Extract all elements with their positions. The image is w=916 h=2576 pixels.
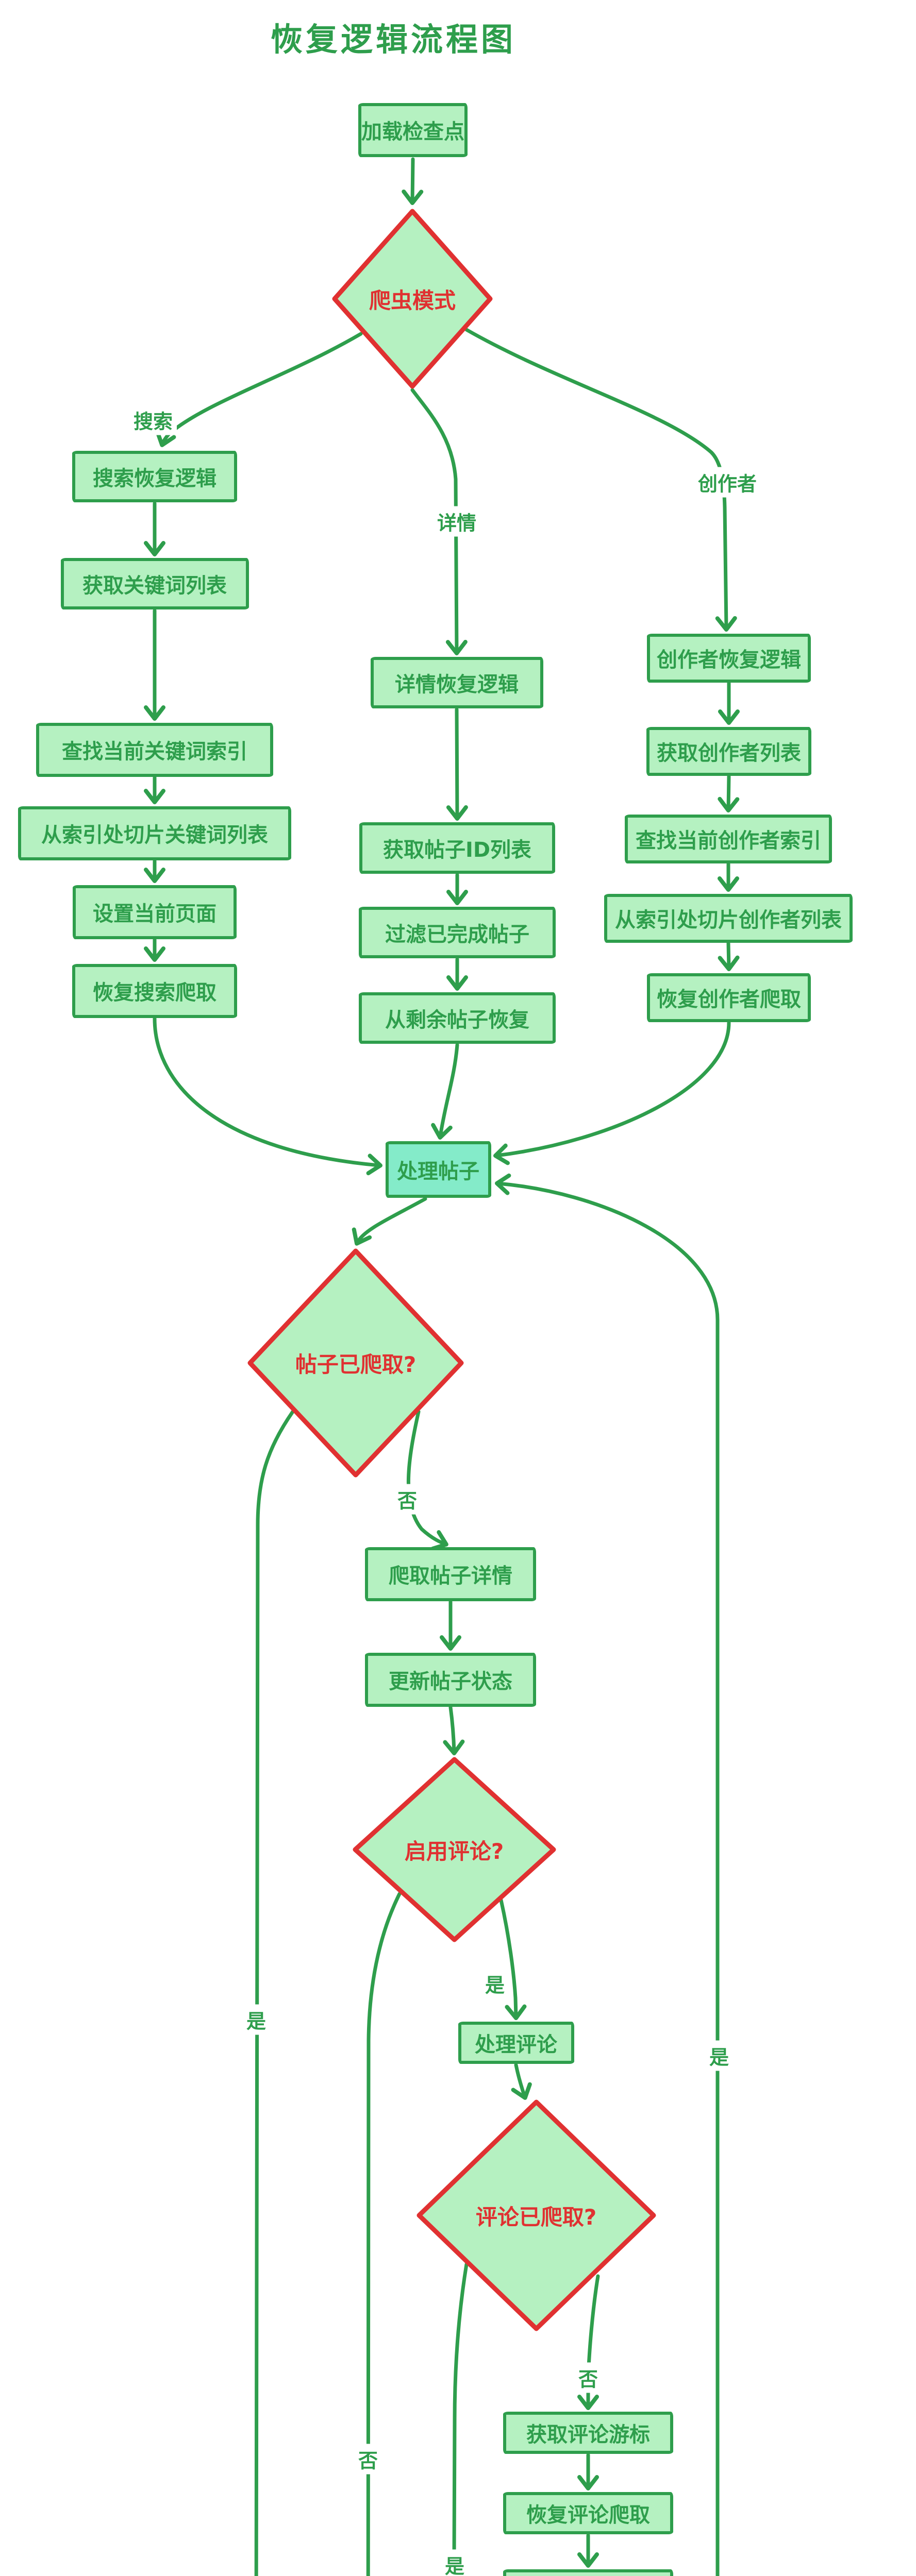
edge-mode-to-detail xyxy=(410,388,468,655)
node-label: 帖子已爬取? xyxy=(295,1351,417,1377)
edge-creator-slice-to-resume xyxy=(718,941,740,971)
edge-label-comments-crawled-yes: 是 xyxy=(440,2549,469,2576)
node-resume-from-remaining: 从剩余帖子恢复 xyxy=(359,992,556,1044)
edge-label-post-crawled-no: 否 xyxy=(393,1484,422,1515)
edge-process-to-post-crawled xyxy=(352,1197,427,1246)
node-crawler-mode: 爬虫模式 xyxy=(332,209,493,389)
edge-resume-creator-to-process xyxy=(493,1021,731,1165)
node-find-keyword-index: 查找当前关键词索引 xyxy=(36,722,273,777)
node-label: 启用评论? xyxy=(404,1838,504,1864)
edge-label-post-crawled-yes: 是 xyxy=(242,2004,271,2035)
node-comments-crawled: 评论已爬取? xyxy=(417,2099,656,2331)
edge-comments-enabled-yes-to-process xyxy=(499,1898,527,2020)
node-get-comment-cursor: 获取评论游标 xyxy=(503,2412,673,2454)
node-filter-finished-posts: 过滤已完成帖子 xyxy=(359,907,556,958)
node-get-creator-list: 获取创作者列表 xyxy=(646,726,811,776)
edge-resume-search-to-process xyxy=(153,1016,382,1176)
node-find-creator-index: 查找当前创作者索引 xyxy=(625,814,832,863)
node-creator-recovery: 创作者恢复逻辑 xyxy=(647,633,811,683)
node-crawl-post-detail: 爬取帖子详情 xyxy=(365,1547,536,1601)
node-set-current-page: 设置当前页面 xyxy=(73,885,237,939)
node-process-comments: 处理评论 xyxy=(458,2022,574,2064)
edge-label-search: 搜索 xyxy=(129,404,177,435)
diamond-shape xyxy=(417,2099,656,2331)
edge-comments-crawled-yes-to-more xyxy=(452,2262,469,2576)
node-detail-recovery: 详情恢复逻辑 xyxy=(370,657,543,708)
node-post-crawled: 帖子已爬取? xyxy=(247,1248,464,1478)
page-title: 恢复逻辑流程图 xyxy=(270,21,517,58)
edge-creator-list-to-index xyxy=(718,774,740,812)
node-update-post-status: 更新帖子状态 xyxy=(365,1652,536,1707)
node-load-checkpoint: 加载检查点 xyxy=(358,103,468,157)
node-get-post-id-list: 获取帖子ID列表 xyxy=(359,822,555,874)
edge-mode-to-search xyxy=(155,332,363,447)
node-get-keyword-list: 获取关键词列表 xyxy=(60,558,249,609)
edge-process-comments-to-crawled xyxy=(511,2063,532,2100)
node-slice-creator-list: 从索引处切片创作者列表 xyxy=(604,893,853,943)
node-label: 爬虫模式 xyxy=(369,287,456,313)
diamond-shape xyxy=(353,1757,556,1942)
node-process-post: 处理帖子 xyxy=(385,1141,491,1198)
diamond-shape xyxy=(247,1248,464,1477)
edge-checkpoint-to-mode xyxy=(402,157,424,205)
node-label: 评论已爬取? xyxy=(475,2204,597,2230)
edge-label-more-posts-yes: 是 xyxy=(705,2040,734,2071)
node-slice-keyword-list: 从索引处切片关键词列表 xyxy=(18,806,291,860)
node-update-comment-status: 更新评论状态 xyxy=(503,2569,673,2576)
node-resume-search-crawl: 恢复搜索爬取 xyxy=(72,963,237,1018)
edge-status-to-comments-enabled xyxy=(443,1705,465,1755)
node-resume-comment-crawl: 恢复评论爬取 xyxy=(503,2492,673,2534)
node-search-recovery: 搜索恢复逻辑 xyxy=(72,451,237,502)
edge-label-comments-enabled-yes: 是 xyxy=(480,1968,509,1999)
edge-label-comments-enabled-no: 否 xyxy=(354,2444,382,2475)
edge-comments-enabled-no-to-more xyxy=(366,1892,402,2576)
node-comments-enabled: 启用评论? xyxy=(353,1757,556,1942)
edge-label-detail: 详情 xyxy=(432,506,481,537)
node-resume-creator-crawl: 恢复创作者爬取 xyxy=(647,973,811,1022)
edge-more-yes-loop-to-process xyxy=(495,1173,720,2576)
edge-mode-to-creator xyxy=(464,328,737,632)
edge-remaining-to-process xyxy=(431,1043,459,1140)
edge-post-crawled-yes-to-skip xyxy=(254,1410,295,2576)
edge-label-creator: 创作者 xyxy=(693,467,761,498)
edge-label-comments-crawled-no: 否 xyxy=(574,2362,603,2393)
diamond-shape xyxy=(332,209,493,389)
